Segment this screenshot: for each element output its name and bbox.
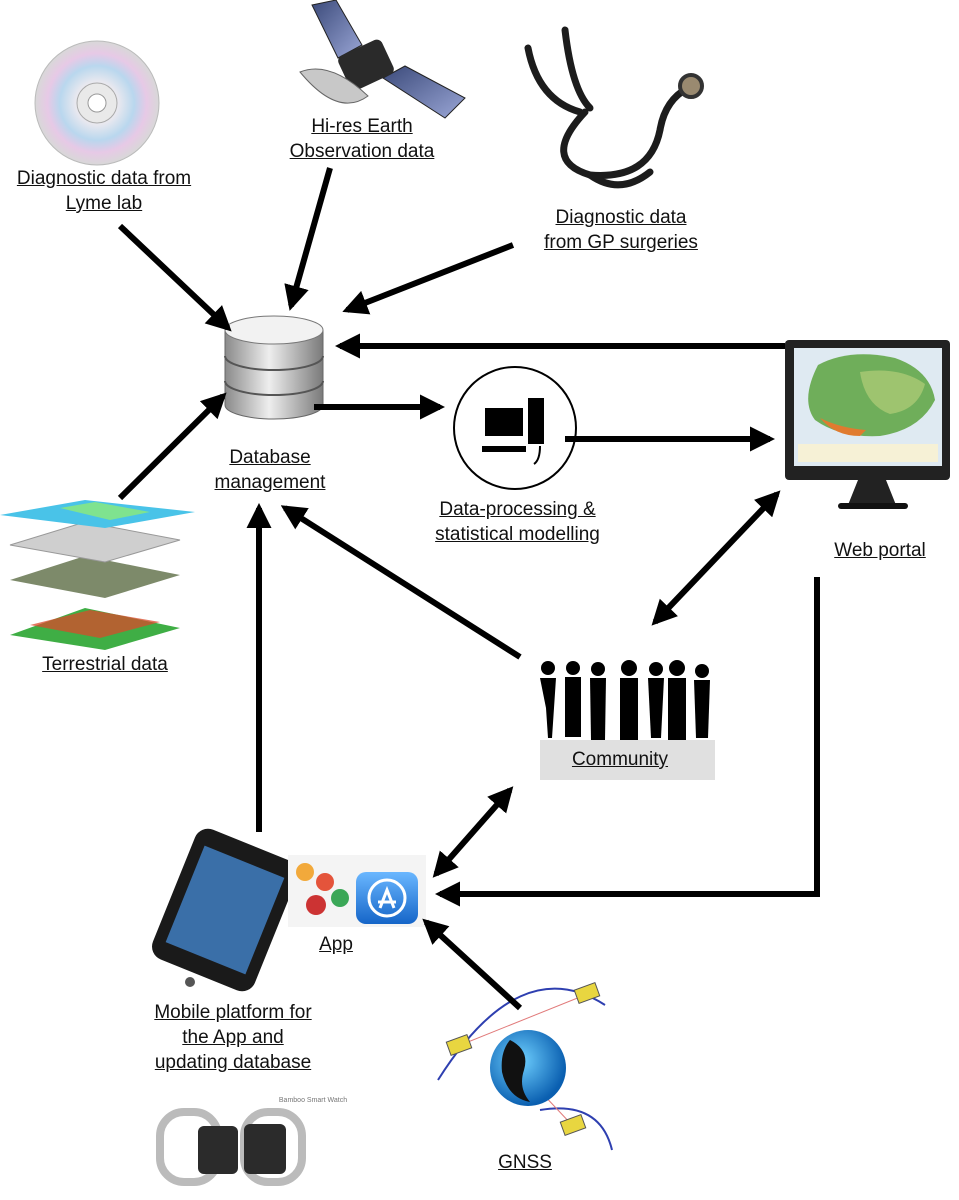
label-gnss: GNSS <box>498 1152 552 1173</box>
label-community: Community <box>571 749 669 770</box>
people-silhouettes-icon <box>540 660 715 780</box>
database-icon <box>224 315 324 420</box>
smartwatch-caption: Bamboo Smart Watch <box>278 1097 348 1104</box>
label-terrestrial: Terrestrial data <box>42 654 168 675</box>
smartphone-icon <box>152 828 298 992</box>
arrow-gnss-to-app <box>422 918 523 1011</box>
arrow-community-to-database <box>280 505 522 660</box>
arrow-lyme-to-database <box>117 223 232 332</box>
arrows <box>117 167 820 1011</box>
arrow-community-app <box>432 786 514 878</box>
monitor-map-icon <box>785 340 950 509</box>
cd-disc-icon <box>34 40 160 166</box>
label-processing: Data-processing &statistical modelling <box>435 499 600 545</box>
computer-icon <box>453 366 577 490</box>
arrow-terrestrial-to-database <box>117 392 227 501</box>
label-app: App <box>319 934 353 955</box>
arrow-earth-observation-to-database <box>284 167 333 311</box>
arrow-web-portal-to-app <box>434 577 820 907</box>
smartwatch-icon <box>156 1108 306 1186</box>
stethoscope-icon <box>524 26 704 189</box>
arrow-web-portal-community <box>651 490 781 626</box>
app-store-icon <box>288 855 426 927</box>
label-web-portal: Web portal <box>834 540 926 561</box>
map-layers-icon <box>0 500 195 650</box>
arrow-gp-to-database <box>342 242 515 315</box>
globe-satellites-icon <box>437 982 613 1151</box>
satellite-icon <box>299 0 466 119</box>
